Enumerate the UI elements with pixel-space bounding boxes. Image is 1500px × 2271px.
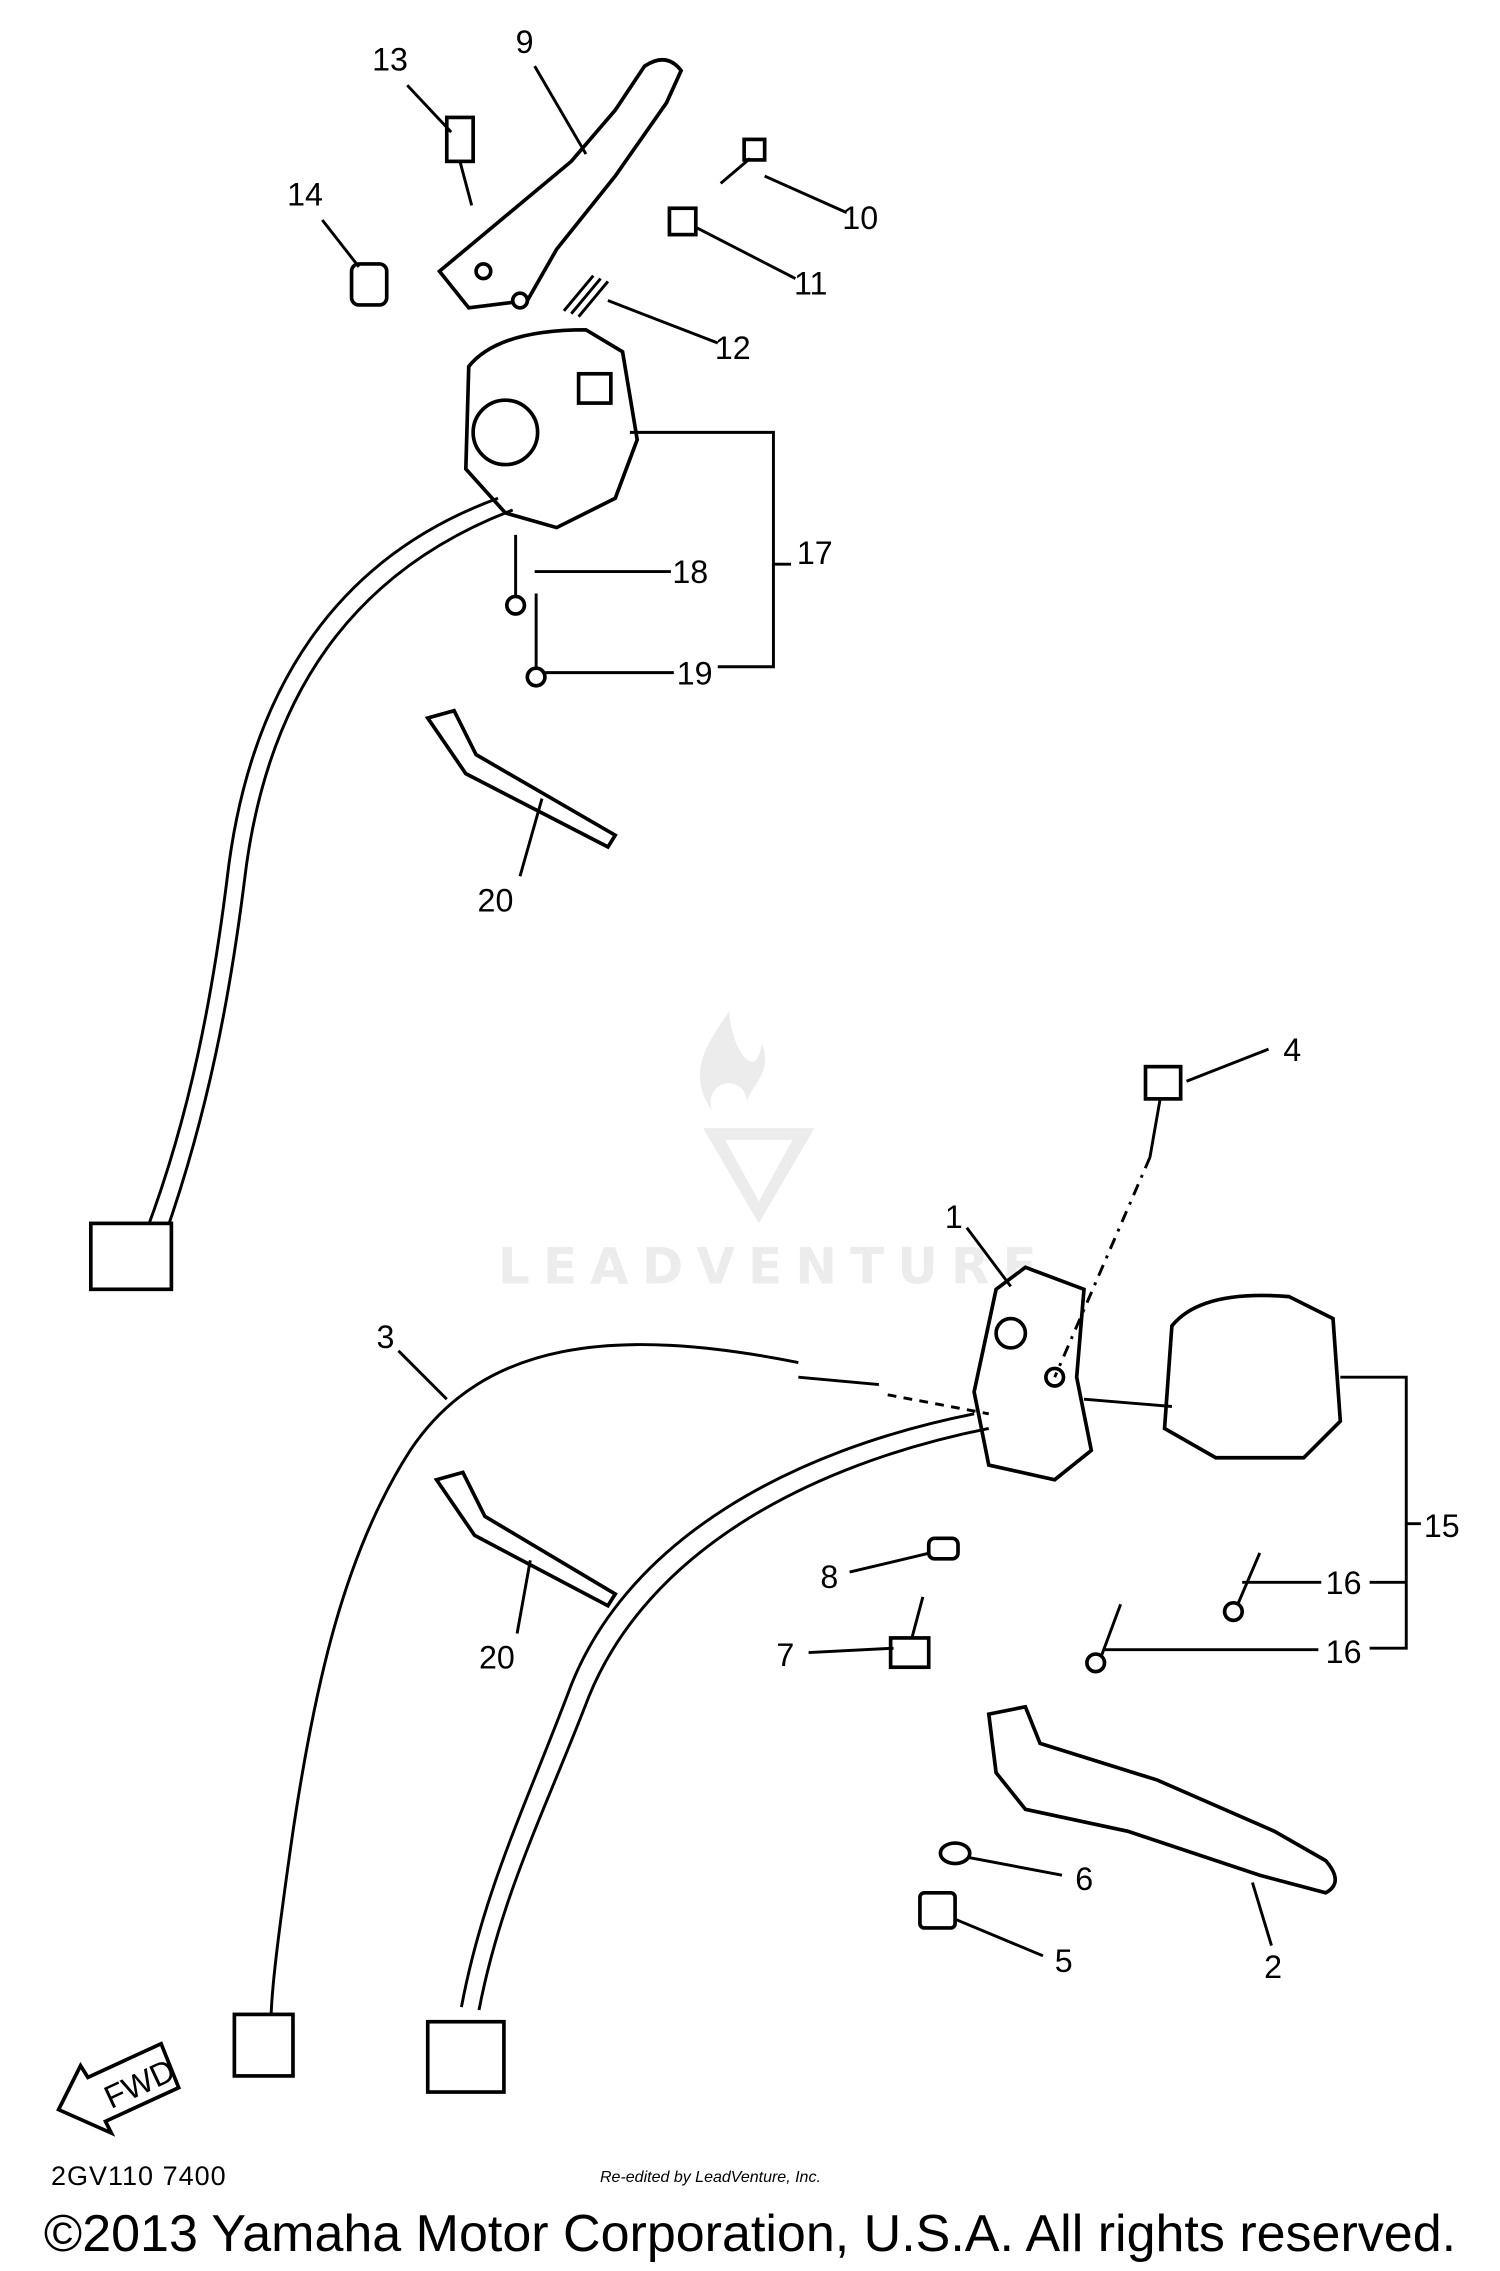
- bolt-7[interactable]: [888, 1596, 931, 1670]
- copyright-notice: ©2013 Yamaha Motor Corporation, U.S.A. A…: [43, 2205, 1457, 2263]
- callout-11: 11: [794, 266, 827, 302]
- bolt-4[interactable]: [1143, 1064, 1183, 1158]
- washer-8[interactable]: [926, 1536, 960, 1561]
- nut-14[interactable]: [349, 262, 389, 307]
- callout-16-b: 16: [1326, 1634, 1362, 1670]
- callout-20-top: 20: [478, 882, 514, 918]
- switch-housing-17[interactable]: [463, 328, 640, 530]
- cable-tie-20-top[interactable]: [424, 708, 618, 850]
- bolt-13[interactable]: [444, 115, 475, 206]
- callout-3: 3: [376, 1319, 394, 1355]
- clutch-lever-2[interactable]: [986, 1704, 1338, 1895]
- switch-housing-15[interactable]: [1083, 1293, 1343, 1460]
- wire-harness-left[interactable]: [88, 496, 514, 1292]
- callout-18: 18: [672, 554, 708, 590]
- callout-1: 1: [945, 1199, 963, 1235]
- callout-16-a: 16: [1326, 1565, 1362, 1601]
- leader-lines: [321, 65, 1421, 1958]
- screw-16-a[interactable]: [1222, 1552, 1262, 1623]
- brake-lever-9[interactable]: [436, 58, 684, 310]
- callout-2: 2: [1264, 1949, 1282, 1985]
- callout-12: 12: [715, 330, 751, 366]
- lever-holder-1[interactable]: [972, 1265, 1094, 1482]
- nut-5[interactable]: [918, 1890, 957, 1930]
- screw-19[interactable]: [525, 593, 547, 688]
- callout-6: 6: [1075, 1861, 1093, 1897]
- callout-7: 7: [776, 1637, 794, 1673]
- callout-17: 17: [797, 535, 833, 571]
- bolt-10[interactable]: [719, 137, 767, 185]
- screw-18[interactable]: [505, 534, 527, 616]
- leadventure-watermark-logo: LEADVENTURE: [498, 1010, 1050, 1295]
- callout-10: 10: [842, 200, 878, 236]
- callout-4: 4: [1283, 1032, 1301, 1068]
- clutch-cable-3[interactable]: [269, 1343, 880, 2022]
- callout-14: 14: [287, 176, 323, 212]
- spring-12[interactable]: [562, 274, 610, 318]
- callout-13: 13: [372, 42, 408, 78]
- wire-harness-right[interactable]: [232, 1412, 990, 2094]
- collar-6[interactable]: [938, 1841, 972, 1866]
- callout-8: 8: [820, 1559, 838, 1595]
- fwd-arrow-icon: FWD: [56, 2041, 182, 2137]
- callout-9: 9: [516, 24, 534, 60]
- reedit-note: Re-edited by LeadVenture, Inc.: [600, 2169, 821, 2186]
- callout-19: 19: [677, 655, 713, 691]
- callout-15: 15: [1424, 1508, 1460, 1544]
- nut-11[interactable]: [667, 206, 698, 237]
- callout-labels: 13 9 14 10 11 12 17 18 19 20 4 1 3 15 8 …: [287, 24, 1460, 1985]
- callout-5: 5: [1055, 1943, 1073, 1979]
- screw-16-b[interactable]: [1085, 1603, 1122, 1674]
- callout-20-bottom: 20: [479, 1640, 515, 1676]
- diagram-code: 2GV110 7400: [51, 2161, 227, 2191]
- watermark-text: LEADVENTURE: [498, 1237, 1050, 1295]
- cable-tie-20-bottom[interactable]: [433, 1470, 618, 1609]
